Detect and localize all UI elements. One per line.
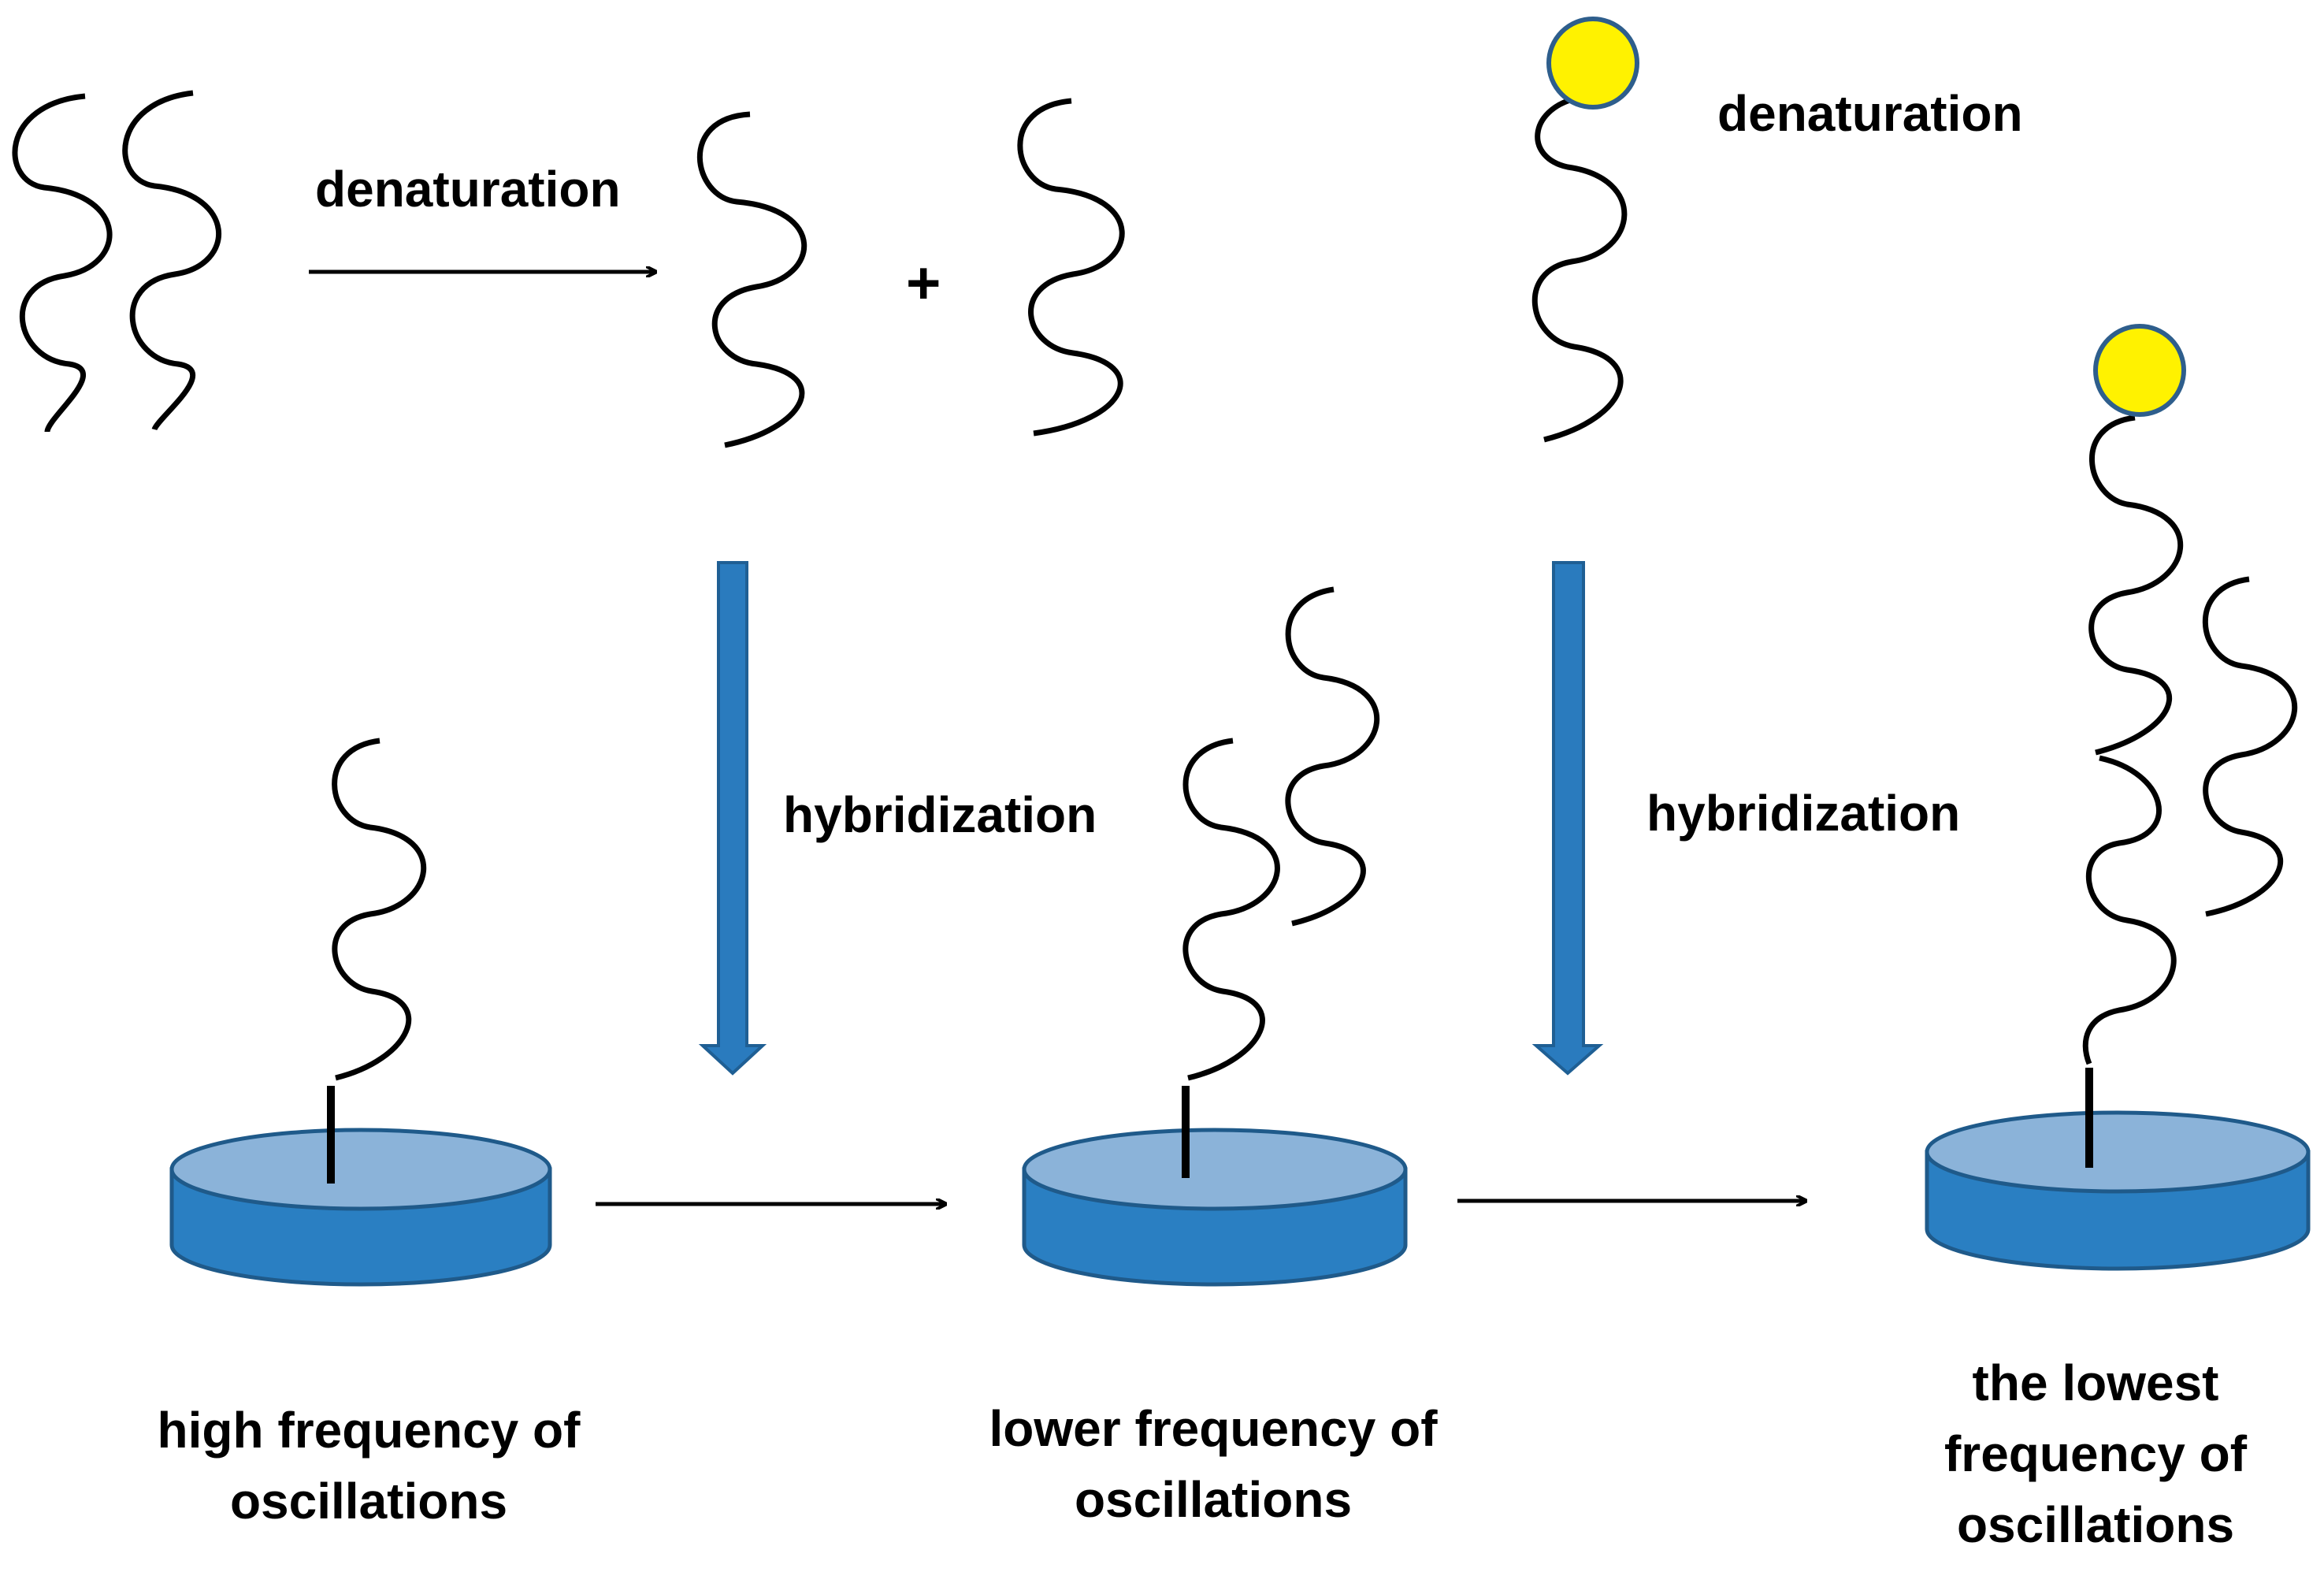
sensor-disk-icon [1022, 1128, 1408, 1211]
caption-line: oscillations [229, 1473, 508, 1529]
dna-strand-icon [696, 111, 807, 448]
denaturation-label: denaturation [1717, 85, 2023, 142]
caption-line: oscillations [1074, 1471, 1353, 1528]
dna-strand-icon [12, 93, 113, 433]
caption-line: the lowest [1972, 1355, 2219, 1411]
caption-lowest: the lowest frequency of oscillations [1843, 1347, 2324, 1560]
dna-strand-icon [1285, 586, 1380, 927]
dna-strand-icon [1017, 98, 1125, 437]
yellow-label-icon [1546, 17, 1639, 110]
double-strand [12, 90, 222, 433]
single-strands [696, 98, 1125, 448]
denaturation-label: denaturation [315, 161, 621, 217]
sensor-disk-icon [1925, 1110, 2311, 1194]
hybridization-arrow-1 [698, 561, 767, 1076]
labeled-strand-top [1531, 17, 1639, 443]
dna-strand-icon [1531, 95, 1628, 443]
plus-sign: + [906, 250, 941, 317]
dna-strand-icon [122, 90, 222, 431]
sensor-disk-icon [169, 1128, 552, 1211]
sensor-lowest [1925, 324, 2311, 1271]
dna-strand-icon [1182, 738, 1280, 1081]
sensor-high [169, 738, 552, 1287]
caption-line: oscillations [1956, 1496, 2235, 1553]
caption-lower: lower frequency of oscillations [953, 1393, 1473, 1535]
dna-strand-icon [2088, 414, 2184, 756]
caption-line: lower frequency of [989, 1400, 1438, 1457]
hybridization-label: hybridization [1646, 785, 1961, 842]
caption-high: high frequency of oscillations [109, 1395, 629, 1537]
caption-line: frequency of [1943, 1425, 2248, 1482]
dna-strand-icon [2082, 755, 2177, 1065]
hybridization-label: hybridization [783, 786, 1097, 843]
dna-strand-icon [2202, 576, 2298, 917]
caption-line: high frequency of [157, 1402, 581, 1459]
dna-strand-icon [332, 738, 427, 1081]
sensor-lower [1022, 586, 1408, 1287]
yellow-label-icon [2093, 324, 2186, 417]
hybridization-arrow-2 [1531, 561, 1604, 1076]
